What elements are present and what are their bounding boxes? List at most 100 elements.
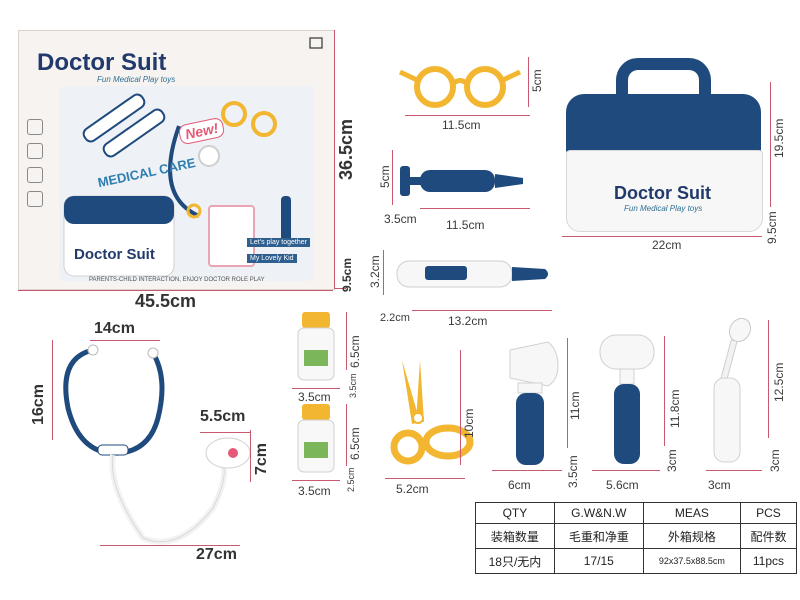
scissors-height-label: 10cm (462, 408, 476, 438)
dimension-line (52, 340, 53, 440)
package-window: New! MEDICAL CARE Doctor Suit Let's play… (59, 86, 314, 281)
bottle1-height-label: 6.5cm (348, 335, 362, 368)
syringe-depth-label: 3.5cm (384, 212, 417, 226)
dimension-line (250, 430, 251, 482)
spec-header-cell: 外箱规格 (642, 523, 741, 550)
dimension-line (492, 470, 562, 471)
glasses-width-label: 11.5cm (442, 118, 481, 132)
spec-header-cell: MEAS (642, 501, 741, 525)
spec-value-cell: 18只/无内 (475, 548, 555, 574)
dimension-line (292, 388, 340, 389)
reflex-hammer-toy (599, 334, 655, 464)
spec-header-cell: QTY (475, 501, 555, 525)
syringe-width-label: 11.5cm (446, 218, 485, 232)
dimension-line (592, 470, 660, 471)
feature-icon (27, 143, 43, 159)
dimension-line (385, 478, 465, 479)
dimension-line (664, 336, 665, 446)
thermometer-toy (396, 260, 548, 288)
dimension-line (768, 320, 769, 438)
stethoscope-head-height-label: 7cm (253, 442, 270, 475)
hammer-depth-label: 3cm (665, 449, 679, 472)
case-height-label: 19.5cm (772, 118, 786, 158)
dimension-line (334, 288, 346, 289)
otoscope-depth-label: 3.5cm (566, 455, 580, 488)
scissors-width-label: 5.2cm (396, 482, 429, 496)
package-box: Doctor Suit Fun Medical Play toys (18, 30, 335, 290)
bottle-toy (297, 404, 335, 473)
bottle-toy (297, 312, 335, 381)
bottle1-depth-label: 3.5cm (348, 373, 358, 398)
case-body (566, 150, 763, 232)
mirror-height-label: 12.5cm (772, 362, 786, 402)
dimension-line (405, 115, 530, 116)
otoscope-height-label: 11cm (568, 391, 582, 420)
dimension-line (420, 208, 530, 209)
stethoscope-head-width-label: 5.5cm (200, 408, 246, 425)
dimension-line (770, 82, 771, 207)
package-width-label: 45.5cm (135, 291, 197, 311)
spec-header-cell: G.W&N.W (553, 501, 644, 525)
doctor-case: Doctor Suit Fun Medical Play toys (566, 58, 763, 233)
feature-icon (27, 119, 43, 135)
glasses-toy (398, 66, 522, 108)
spec-header-cell: 毛重和净重 (553, 523, 644, 550)
stethoscope-toy (63, 344, 251, 545)
package-tagline: Fun Medical Play toys (97, 75, 176, 84)
thermometer-width-label: 13.2cm (448, 314, 488, 328)
dimension-line (567, 338, 568, 448)
package-contents (63, 93, 291, 277)
dimension-line (292, 480, 340, 481)
spec-header-cell: 装箱数量 (475, 523, 555, 550)
logo-icon (309, 37, 323, 49)
stethoscope-height-label: 16cm (30, 384, 47, 425)
dimension-line (528, 57, 529, 107)
hammer-height-label: 11.8cm (668, 389, 682, 428)
dimension-line (334, 30, 335, 288)
mirror-width-label: 3cm (708, 478, 731, 492)
feature-icon (27, 167, 43, 183)
dimension-line (412, 310, 552, 311)
spec-header-cell: 配件数 (739, 523, 798, 550)
lovely-kid-label: My Lovely Kid (247, 254, 297, 263)
spec-header-cell: PCS (739, 501, 798, 525)
bottle2-depth-label: 2.5cm (346, 467, 356, 492)
lets-play-label: Let's play together (247, 238, 310, 247)
dimension-line (392, 150, 393, 205)
stethoscope-width-label: 14cm (94, 320, 135, 337)
case-lid (566, 94, 761, 154)
case-brand: Doctor Suit (614, 183, 711, 203)
dimension-line (18, 290, 333, 291)
package-bottom-text: PARENTS-CHILD INTERACTION, ENJOY DOCTOR … (89, 277, 265, 283)
dimension-line (562, 236, 762, 237)
package-height-label: 36.5cm (336, 118, 356, 180)
dimension-line (346, 404, 347, 466)
package-depth-label: 9.5cm (340, 257, 354, 292)
bottle1-width-label: 3.5cm (298, 390, 331, 404)
dimension-line (346, 312, 347, 370)
case-brand-label: Doctor Suit (74, 246, 155, 263)
dimension-line (383, 250, 384, 295)
spec-value-cell: 92x37.5x88.5cm (642, 548, 741, 574)
spec-value-cell: 17/15 (553, 548, 644, 574)
otoscope-toy (509, 341, 559, 465)
bottle2-height-label: 6.5cm (348, 427, 362, 460)
spec-header-en-row: QTY G.W&N.W MEAS PCS (475, 501, 798, 525)
package-brand: Doctor Suit (37, 49, 167, 76)
dimension-line (200, 432, 250, 433)
dimension-line (90, 340, 160, 341)
feature-icon (27, 191, 43, 207)
thermometer-depth-label: 2.2cm (380, 312, 410, 324)
spec-table: QTY G.W&N.W MEAS PCS 装箱数量 毛重和净重 外箱规格 配件数… (475, 501, 798, 574)
dimension-line (706, 470, 762, 471)
spec-header-cn-row: 装箱数量 毛重和净重 外箱规格 配件数 (475, 523, 798, 550)
case-tagline: Fun Medical Play toys (624, 204, 703, 213)
glasses-height-label: 5cm (530, 69, 544, 92)
hammer-width-label: 5.6cm (606, 478, 639, 492)
stethoscope-length-label: 27cm (196, 546, 237, 563)
mirror-depth-label: 3cm (768, 449, 782, 472)
dimension-line (100, 545, 240, 546)
scissors-toy (390, 360, 474, 465)
bottle2-width-label: 3.5cm (298, 484, 331, 498)
case-width-label: 22cm (652, 238, 682, 252)
